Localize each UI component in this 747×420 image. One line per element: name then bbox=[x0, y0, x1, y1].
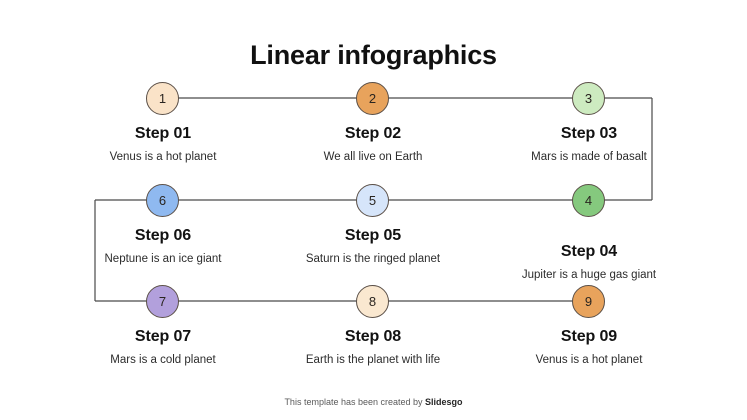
page-title: Linear infographics bbox=[250, 40, 497, 70]
step-description-9: Venus is a hot planet bbox=[535, 353, 643, 366]
step-heading-2: Step 02 bbox=[344, 124, 402, 142]
step-circle-5[interactable]: 5 bbox=[356, 183, 389, 217]
step-circle-3[interactable]: 3 bbox=[572, 81, 605, 115]
step-circle-9[interactable]: 9 bbox=[572, 284, 605, 318]
step-circle-7[interactable]: 7 bbox=[146, 284, 179, 318]
step-number-8: 8 bbox=[368, 293, 377, 309]
step-heading-3: Step 03 bbox=[560, 124, 618, 142]
step-description-2: We all live on Earth bbox=[323, 150, 423, 163]
step-heading-4: Step 04 bbox=[560, 242, 618, 260]
step-circle-4[interactable]: 4 bbox=[572, 183, 605, 217]
step-circle-6[interactable]: 6 bbox=[146, 183, 179, 217]
step-heading-7: Step 07 bbox=[134, 327, 192, 345]
step-number-5: 5 bbox=[368, 192, 377, 208]
step-description-8: Earth is the planet with life bbox=[305, 353, 441, 366]
step-number-1: 1 bbox=[158, 90, 167, 106]
step-circle-8[interactable]: 8 bbox=[356, 284, 389, 318]
step-heading-1: Step 01 bbox=[134, 124, 192, 142]
step-number-4: 4 bbox=[584, 192, 593, 208]
step-heading-5: Step 05 bbox=[344, 226, 402, 244]
step-description-5: Saturn is the ringed planet bbox=[305, 252, 441, 265]
step-description-1: Venus is a hot planet bbox=[109, 150, 217, 163]
step-heading-6: Step 06 bbox=[134, 226, 192, 244]
step-description-4: Jupiter is a huge gas giant bbox=[521, 268, 657, 281]
step-number-7: 7 bbox=[158, 293, 167, 309]
step-number-3: 3 bbox=[584, 90, 593, 106]
footer-brand-name: Slidesgo bbox=[425, 397, 463, 407]
step-description-6: Neptune is an ice giant bbox=[104, 252, 222, 265]
footer-credit: This template has been created by Slides… bbox=[0, 396, 747, 409]
step-heading-8: Step 08 bbox=[344, 327, 402, 345]
step-circle-2[interactable]: 2 bbox=[356, 81, 389, 115]
step-heading-9: Step 09 bbox=[560, 327, 618, 345]
step-number-2: 2 bbox=[368, 90, 377, 106]
step-description-7: Mars is a cold planet bbox=[110, 353, 216, 366]
step-number-9: 9 bbox=[584, 293, 593, 309]
step-circle-1[interactable]: 1 bbox=[146, 81, 179, 115]
step-number-6: 6 bbox=[158, 192, 167, 208]
step-description-3: Mars is made of basalt bbox=[531, 150, 647, 163]
footer-credit-text: This template has been created by bbox=[284, 397, 426, 407]
